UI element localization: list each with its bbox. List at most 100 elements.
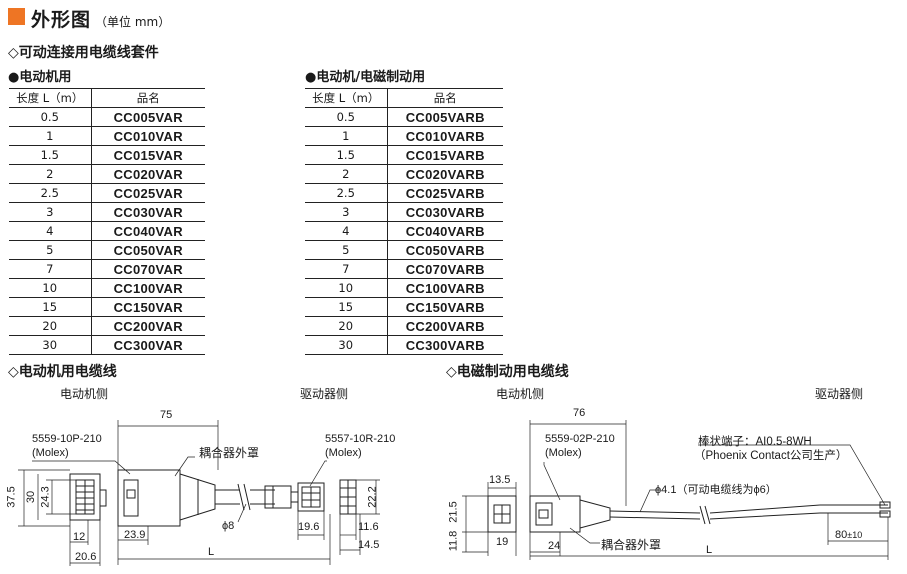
product-cell: CC040VAR	[91, 221, 205, 241]
length-cell: 3	[9, 202, 92, 222]
dim-37-5: 37.5	[5, 486, 18, 508]
length-cell: 1	[305, 126, 388, 146]
product-cell: CC100VAR	[91, 278, 205, 298]
unit-note: （单位 mm）	[95, 15, 171, 29]
length-cell: 0.5	[9, 107, 92, 127]
dim-24-3: 24.3	[39, 486, 52, 508]
length-cell: 10	[305, 278, 388, 298]
dim-13-5: 13.5	[489, 474, 511, 486]
dim-23-9: 23.9	[124, 529, 146, 541]
product-cell: CC070VARB	[387, 259, 503, 279]
dim-80: 80±10	[835, 529, 863, 541]
motor-side-label: 电动机侧	[60, 387, 109, 401]
product-cell: CC015VARB	[387, 145, 503, 165]
driver-side-label: 驱动器侧	[815, 387, 864, 401]
length-cell: 2.5	[9, 183, 92, 203]
product-cell: CC070VAR	[91, 259, 205, 279]
connector-motor-maker: (Molex)	[32, 447, 69, 459]
dim-19-6: 19.6	[298, 521, 320, 533]
connector-maker: (Molex)	[545, 447, 582, 459]
col-length-header: 长度 L（m）	[9, 88, 92, 108]
dim-75: 75	[160, 409, 173, 421]
kit-heading: ◇可动连接用电缆线套件	[8, 45, 159, 61]
product-cell: CC150VAR	[91, 297, 205, 317]
dim-11-6: 11.6	[358, 521, 379, 533]
length-cell: 1	[9, 126, 92, 146]
driver-side-label: 驱动器侧	[300, 387, 349, 401]
product-cell: CC150VARB	[387, 297, 503, 317]
length-cell: 2	[9, 164, 92, 184]
product-cell: CC025VAR	[91, 183, 205, 203]
product-cell: CC010VAR	[91, 126, 205, 146]
length-cell: 30	[305, 335, 388, 355]
dim-19: 19	[496, 536, 509, 548]
dim-30: 30	[25, 490, 38, 504]
connector-driver-label: 5557-10R-210	[325, 433, 396, 445]
product-cell: CC200VAR	[91, 316, 205, 336]
length-cell: 3	[305, 202, 388, 222]
product-cell: CC300VAR	[91, 335, 205, 355]
dim-76: 76	[573, 407, 586, 419]
product-cell: CC200VARB	[387, 316, 503, 336]
length-cell: 15	[305, 297, 388, 317]
dim-L: L	[706, 544, 713, 556]
length-cell: 4	[305, 221, 388, 241]
product-cell: CC025VARB	[387, 183, 503, 203]
motor-kit-heading: ●电动机用	[8, 70, 72, 85]
dim-11-8: 11.8	[447, 530, 460, 552]
length-cell: 2.5	[305, 183, 388, 203]
connector-driver-maker: (Molex)	[325, 447, 362, 459]
table-header-row: 长度 L（m） 品名	[9, 88, 205, 108]
title-marker-icon	[8, 8, 25, 25]
length-cell: 20	[9, 316, 92, 336]
connector-label: 5559-02P-210	[545, 433, 615, 445]
length-cell: 30	[9, 335, 92, 355]
length-cell: 2	[305, 164, 388, 184]
dim-21-5: 21.5	[447, 501, 460, 523]
dim-80-tolerance: ±10	[847, 530, 863, 540]
cable-dia-label: ϕ4.1（可动电缆线为ϕ6）	[655, 484, 777, 496]
length-cell: 20	[305, 316, 388, 336]
motor-side-label: 电动机侧	[496, 387, 545, 401]
product-cell: CC040VARB	[387, 221, 503, 241]
length-cell: 1.5	[9, 145, 92, 165]
col-product-header: 品名	[387, 88, 503, 108]
terminal-maker: （Phoenix Contact公司生产）	[694, 450, 848, 462]
product-cell: CC020VAR	[91, 164, 205, 184]
dim-L: L	[208, 546, 215, 558]
product-cell: CC020VARB	[387, 164, 503, 184]
dim-20-6: 20.6	[75, 551, 97, 563]
dim-24: 24	[548, 540, 561, 552]
motor-cable-heading: ◇电动机用电缆线	[8, 364, 117, 380]
product-cell: CC030VARB	[387, 202, 503, 222]
length-cell: 5	[305, 240, 388, 260]
length-cell: 1.5	[305, 145, 388, 165]
page-title: 外形图（单位 mm）	[31, 9, 171, 31]
brake-cable-heading: ◇电磁制动用电缆线	[446, 364, 569, 380]
length-cell: 0.5	[305, 107, 388, 127]
product-cell: CC010VARB	[387, 126, 503, 146]
product-cell: CC005VAR	[91, 107, 205, 127]
col-product-header: 品名	[91, 88, 205, 108]
connector-motor-label: 5559-10P-210	[32, 433, 102, 445]
product-cell: CC300VARB	[387, 335, 503, 355]
